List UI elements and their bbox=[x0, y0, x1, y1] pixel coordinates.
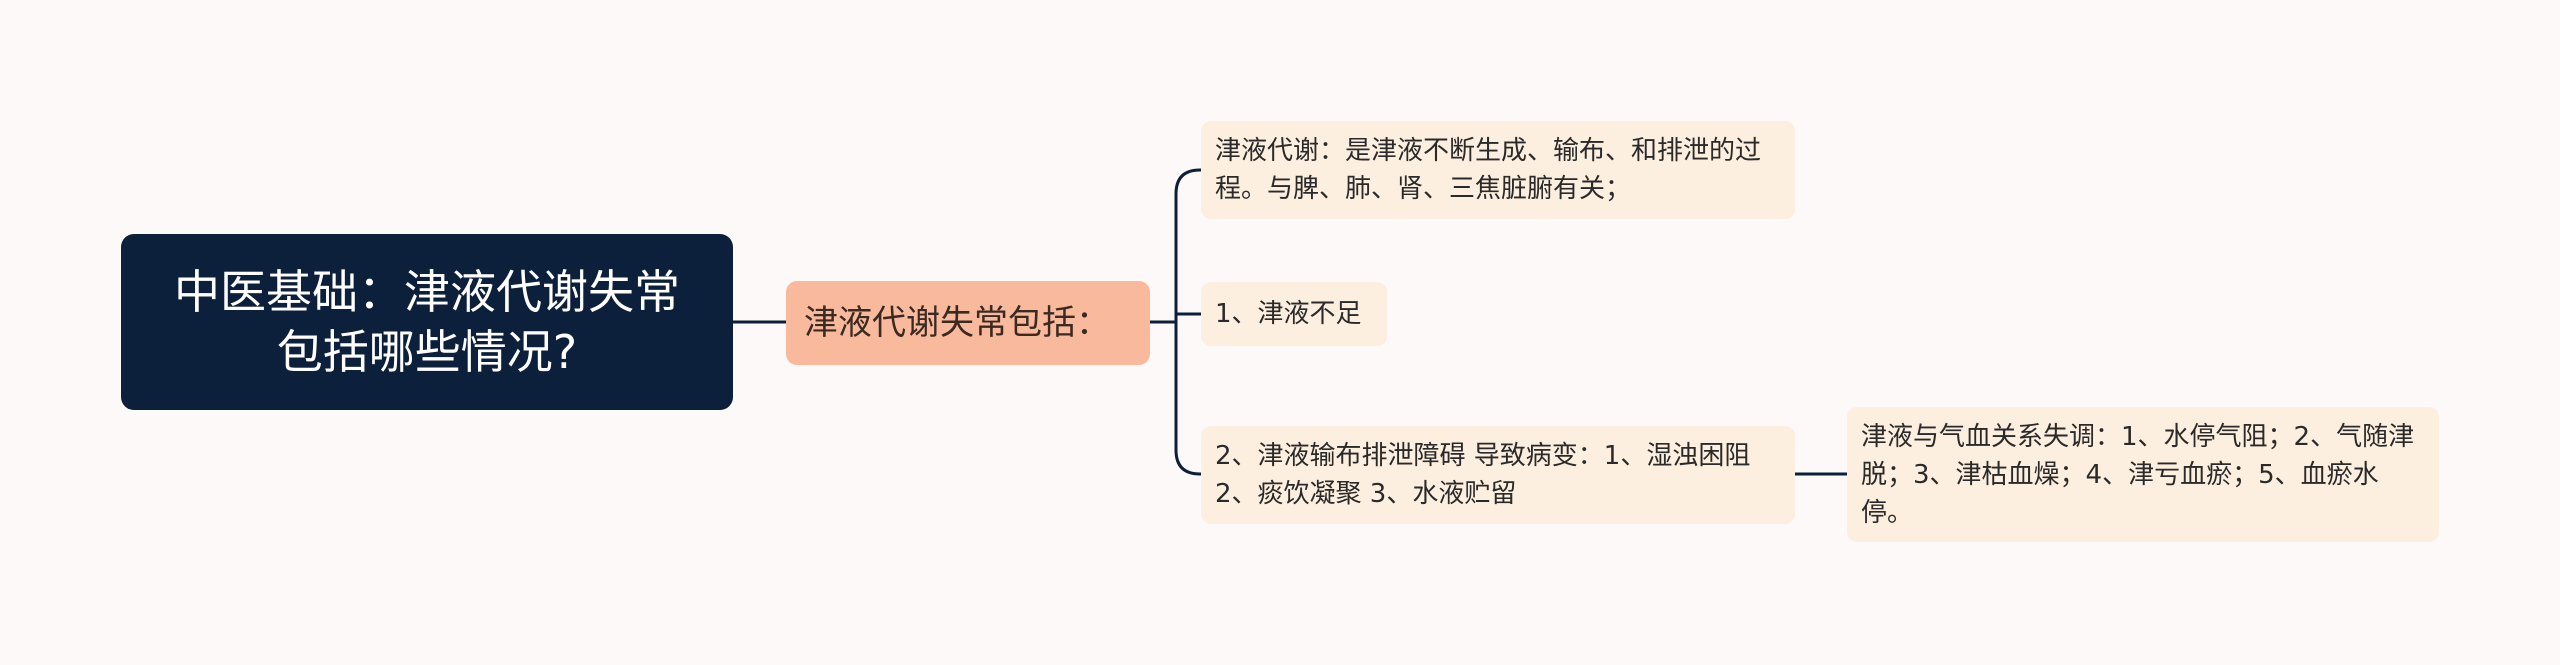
leaf-topic-transport-disorder-text: 2、津液输布排泄障碍 导致病变：1、湿浊困阻 2、痰饮凝聚 3、水液贮留 bbox=[1215, 441, 1751, 509]
leaf-topic-deficiency[interactable]: 1、津液不足 bbox=[1201, 282, 1387, 346]
connector-trunk-to-leaf-definition bbox=[1174, 168, 1201, 322]
leaf-topic-definition-text: 津液代谢：是津液不断生成、输布、和排泄的过程。与脾、肺、肾、三焦脏腑有关； bbox=[1215, 136, 1762, 204]
root-topic-text: 中医基础：津液代谢失常包括哪些情况? bbox=[174, 265, 680, 379]
branch-topic-text: 津液代谢失常包括： bbox=[804, 303, 1110, 343]
leaf-topic-deficiency-text: 1、津液不足 bbox=[1215, 299, 1362, 329]
leaf-topic-definition[interactable]: 津液代谢：是津液不断生成、输布、和排泄的过程。与脾、肺、肾、三焦脏腑有关； bbox=[1201, 121, 1795, 219]
subleaf-topic-qi-blood[interactable]: 津液与气血关系失调：1、水停气阻；2、气随津脱；3、津枯血燥；4、津亏血瘀；5、… bbox=[1847, 407, 2439, 542]
branch-topic[interactable]: 津液代谢失常包括： bbox=[786, 281, 1150, 365]
leaf-topic-transport-disorder[interactable]: 2、津液输布排泄障碍 导致病变：1、湿浊困阻 2、痰饮凝聚 3、水液贮留 bbox=[1201, 426, 1795, 524]
root-topic[interactable]: 中医基础：津液代谢失常包括哪些情况? bbox=[121, 234, 733, 410]
subleaf-topic-qi-blood-text: 津液与气血关系失调：1、水停气阻；2、气随津脱；3、津枯血燥；4、津亏血瘀；5、… bbox=[1861, 421, 2415, 528]
connector-trunk-to-leaf-transport bbox=[1174, 322, 1201, 476]
